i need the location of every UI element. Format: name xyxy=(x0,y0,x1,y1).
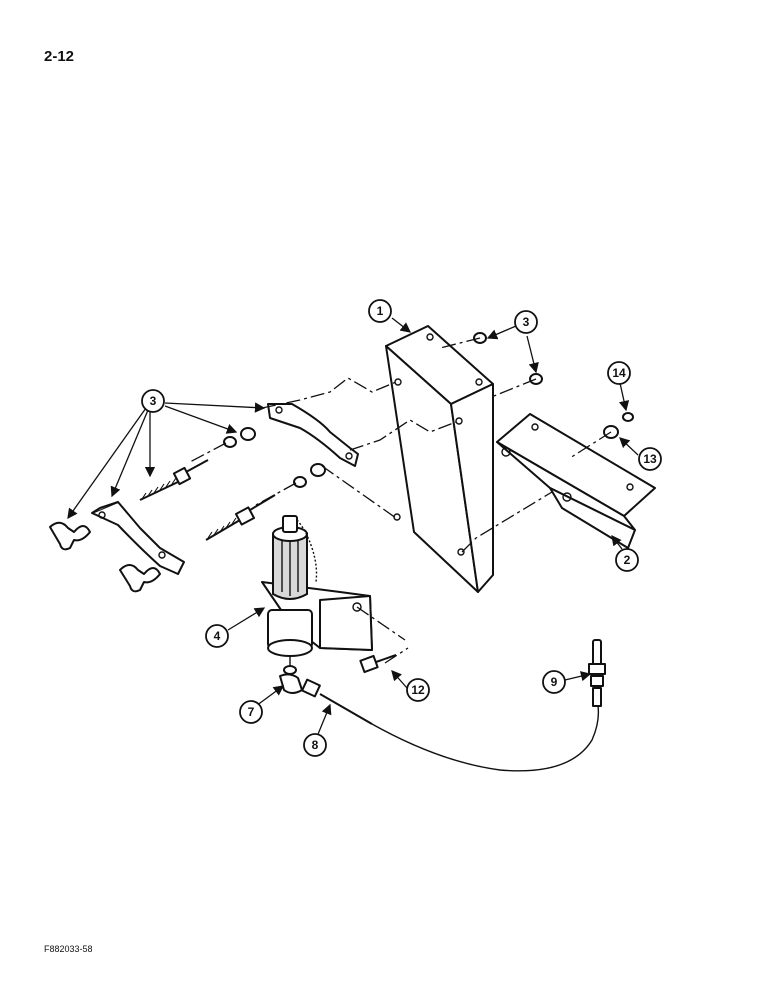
hose-line xyxy=(301,678,600,772)
callout-14: 14 xyxy=(607,361,631,385)
svg-text:7: 7 xyxy=(248,705,255,719)
elbow-fitting xyxy=(279,673,303,694)
leader-lines xyxy=(67,317,639,740)
page-number: 2-12 xyxy=(44,48,75,65)
callout-4: 4 xyxy=(205,624,229,648)
svg-text:3: 3 xyxy=(150,394,157,408)
filter-housing xyxy=(261,515,373,675)
callout-1: 1 xyxy=(368,299,392,323)
callout-2: 2 xyxy=(615,548,639,572)
callout-7: 7 xyxy=(239,700,263,724)
washers-and-nuts xyxy=(223,332,634,488)
svg-text:2: 2 xyxy=(624,553,631,567)
svg-text:8: 8 xyxy=(312,738,319,752)
callout-3-left: 3 xyxy=(141,389,165,413)
clamp-strap-upper xyxy=(267,403,359,467)
svg-text:13: 13 xyxy=(643,452,657,466)
svg-text:3: 3 xyxy=(523,315,530,329)
callout-13: 13 xyxy=(638,447,662,471)
figure-id: F882033-58 xyxy=(44,944,93,954)
mounting-plate xyxy=(385,325,494,593)
connector-fitting xyxy=(588,639,606,707)
callout-8: 8 xyxy=(303,733,327,757)
svg-text:4: 4 xyxy=(214,629,221,643)
alignment-lines xyxy=(189,337,612,664)
callout-9: 9 xyxy=(542,670,566,694)
svg-text:9: 9 xyxy=(551,675,558,689)
callout-3-top: 3 xyxy=(514,310,538,334)
svg-text:12: 12 xyxy=(411,683,425,697)
clamp-strap-lower xyxy=(91,501,185,575)
svg-text:14: 14 xyxy=(612,366,626,380)
channel-bracket xyxy=(496,413,656,549)
wing-nuts xyxy=(49,521,161,593)
bolt xyxy=(359,654,397,674)
svg-text:1: 1 xyxy=(377,304,384,318)
threaded-studs xyxy=(139,459,276,541)
callout-12: 12 xyxy=(406,678,430,702)
